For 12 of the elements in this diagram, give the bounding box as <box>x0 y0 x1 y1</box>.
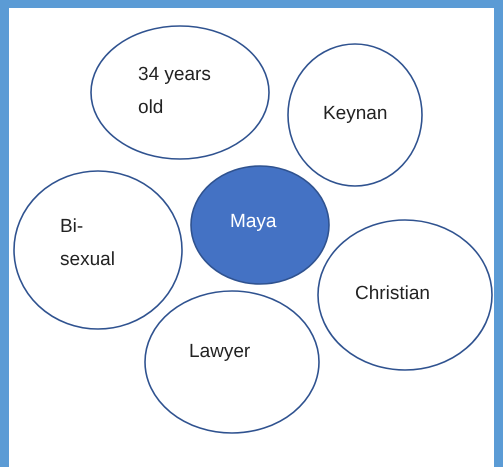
node-label: 34 years old <box>138 63 212 120</box>
ellipse-node <box>287 43 423 187</box>
ellipse-node <box>90 25 270 160</box>
ellipse-node <box>317 219 493 371</box>
node-label: Lawyer <box>189 340 252 364</box>
ellipse-node <box>13 170 183 330</box>
ellipse-node <box>144 290 320 434</box>
node-label: Bi- sexual <box>60 215 116 272</box>
node-label: Maya <box>230 210 278 234</box>
ellipse-node <box>190 165 330 285</box>
node-label: Christian <box>355 282 431 306</box>
node-label: Keynan <box>323 102 388 126</box>
